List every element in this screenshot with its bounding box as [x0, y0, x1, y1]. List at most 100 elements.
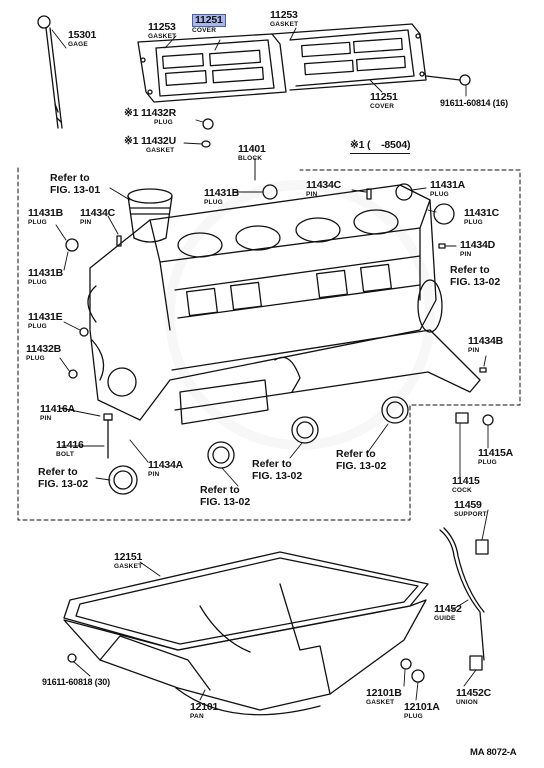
- label-11416a: 11416A PIN: [40, 404, 75, 422]
- label-11434b-name: PIN: [468, 346, 480, 354]
- label-12101b-number: 12101B: [366, 687, 402, 699]
- label-note-star1: ※1 ( -8504): [350, 140, 410, 154]
- label-11434a-number: 11434A: [148, 459, 184, 471]
- pin-11434c-left: [116, 235, 122, 247]
- label-ref-fig-13-02-b[interactable]: Refer to FIG. 13-02: [200, 484, 250, 508]
- label-11431c-name: PLUG: [464, 218, 483, 226]
- label-ref-fig-13-02-d[interactable]: Refer to FIG. 13-02: [336, 448, 386, 472]
- label-11459: 11459 SUPPORT: [454, 500, 487, 518]
- plug-11431b-top: [262, 184, 278, 200]
- label-11251-right-number: 11251: [370, 91, 398, 103]
- label-91611-60814-number: 91611-60814 (16): [440, 98, 508, 108]
- support-and-guide: [439, 527, 489, 671]
- label-15301: 15301 GAGE: [68, 30, 96, 48]
- ref-fig-13-02-b-text[interactable]: Refer to FIG. 13-02: [200, 484, 251, 508]
- label-11416: 11416 BOLT: [56, 440, 84, 458]
- label-12151: 12151 GASKET: [114, 552, 142, 570]
- label-11401: 11401 BLOCK: [238, 144, 266, 162]
- label-12101: 12101 PAN: [190, 702, 218, 720]
- oil-pan: [63, 583, 427, 716]
- label-12101b: 12101B GASKET: [366, 688, 402, 706]
- label-11253-left-number: 11253: [148, 21, 176, 33]
- ref-fig-13-02-a-text[interactable]: Refer to FIG. 13-02: [38, 466, 89, 490]
- label-11431c-number: 11431C: [464, 207, 500, 219]
- label-11251-top-name: COVER: [192, 26, 217, 34]
- label-11431b-top-name: PLUG: [204, 198, 223, 206]
- label-11432r: ※1 11432R PLUG: [124, 108, 176, 126]
- label-11431b-top: 11431B PLUG: [204, 188, 239, 206]
- label-11431b-low-number: 11431B: [28, 267, 64, 279]
- label-11253-right-number: 11253: [270, 9, 298, 21]
- label-11432b-name: PLUG: [26, 354, 45, 362]
- label-note-star1-text: ※1 ( -8504): [350, 139, 411, 151]
- ref-fig-13-01-text[interactable]: Refer to FIG. 13-01: [50, 172, 101, 196]
- label-11432b: 11432B PLUG: [26, 344, 61, 362]
- label-11434d-name: PIN: [460, 250, 472, 258]
- pin-11434d: [438, 243, 446, 249]
- label-11452-number: 11452: [434, 603, 462, 615]
- plug-11431e: [79, 327, 89, 337]
- label-11431b-top-number: 11431B: [204, 187, 240, 199]
- label-11432r-number: ※1 11432R: [124, 107, 176, 119]
- label-ref-fig-13-02-right[interactable]: Refer to FIG. 13-02: [450, 264, 500, 288]
- pin-11434c-top: [366, 188, 372, 200]
- block-group-boundary: [17, 167, 521, 521]
- label-11401-number: 11401: [238, 143, 266, 155]
- label-11434a-name: PIN: [148, 470, 160, 478]
- drain-cock-11415: [455, 412, 494, 426]
- ref-fig-13-02-right-text[interactable]: Refer to FIG. 13-02: [450, 264, 501, 288]
- figure-code-text: MA 8072-A: [470, 747, 517, 758]
- label-11416-number: 11416: [56, 439, 84, 451]
- label-91611-60818: 91611-60818 (30): [42, 678, 110, 687]
- dipstick-gage: [37, 15, 63, 129]
- label-ref-fig-13-02-a[interactable]: Refer to FIG. 13-02: [38, 466, 88, 490]
- pin-11434b: [479, 367, 487, 373]
- label-11431b-left-number: 11431B: [28, 207, 64, 219]
- label-12101b-name: GASKET: [366, 698, 395, 706]
- label-11415: 11415 COCK: [452, 476, 480, 494]
- label-11434c-left: 11434C PIN: [80, 208, 115, 226]
- label-11431a-number: 11431A: [430, 179, 466, 191]
- label-11434b-number: 11434B: [468, 335, 504, 347]
- label-11415-number: 11415: [452, 475, 480, 487]
- label-11434c-left-name: PIN: [80, 218, 92, 226]
- label-12151-name: GASKET: [114, 562, 143, 570]
- label-11434c-top-name: PIN: [306, 190, 318, 198]
- label-11432b-number: 11432B: [26, 343, 62, 355]
- plug-11431b-left: [65, 238, 79, 252]
- leader-lines: [51, 27, 489, 701]
- label-11431b-low-name: PLUG: [28, 278, 47, 286]
- label-11431a: 11431A PLUG: [430, 180, 465, 198]
- label-11434d-number: 11434D: [460, 239, 496, 251]
- plug-11431a: [395, 183, 413, 201]
- label-11415a-name: PLUG: [478, 458, 497, 466]
- label-12101-name: PAN: [190, 712, 204, 720]
- label-11253-right: 11253 GASKET: [270, 10, 298, 28]
- label-11434b: 11434B PIN: [468, 336, 503, 354]
- label-12151-number: 12151: [114, 551, 143, 563]
- label-11434d: 11434D PIN: [460, 240, 495, 258]
- label-91611-60818-number: 91611-60818 (30): [42, 677, 110, 687]
- label-11431e: 11431E PLUG: [28, 312, 63, 330]
- plug-11431c: [433, 203, 455, 225]
- label-11459-number: 11459: [454, 499, 482, 511]
- label-ref-fig-13-02-c[interactable]: Refer to FIG. 13-02: [252, 458, 302, 482]
- piston: [127, 188, 173, 243]
- label-ref-fig-13-01[interactable]: Refer to FIG. 13-01: [50, 172, 100, 196]
- ref-fig-13-02-d-text[interactable]: Refer to FIG. 13-02: [336, 448, 387, 472]
- label-11251-right: 11251 COVER: [370, 92, 398, 110]
- label-15301-name: GAGE: [68, 40, 88, 48]
- label-11251-top[interactable]: 11251 COVER: [192, 14, 226, 34]
- gasket-11432u: [201, 140, 211, 148]
- label-11434c-top-number: 11434C: [306, 179, 342, 191]
- side-cover-assembly: [137, 23, 471, 103]
- pin-11416a: [103, 413, 113, 421]
- label-91611-60814: 91611-60814 (16): [440, 99, 508, 108]
- label-11452c: 11452C UNION: [456, 688, 491, 706]
- label-11253-right-name: GASKET: [270, 20, 299, 28]
- ref-fig-13-02-c-text[interactable]: Refer to FIG. 13-02: [252, 458, 303, 482]
- label-11251-top-number[interactable]: 11251: [192, 14, 226, 27]
- label-15301-number: 15301: [68, 29, 97, 41]
